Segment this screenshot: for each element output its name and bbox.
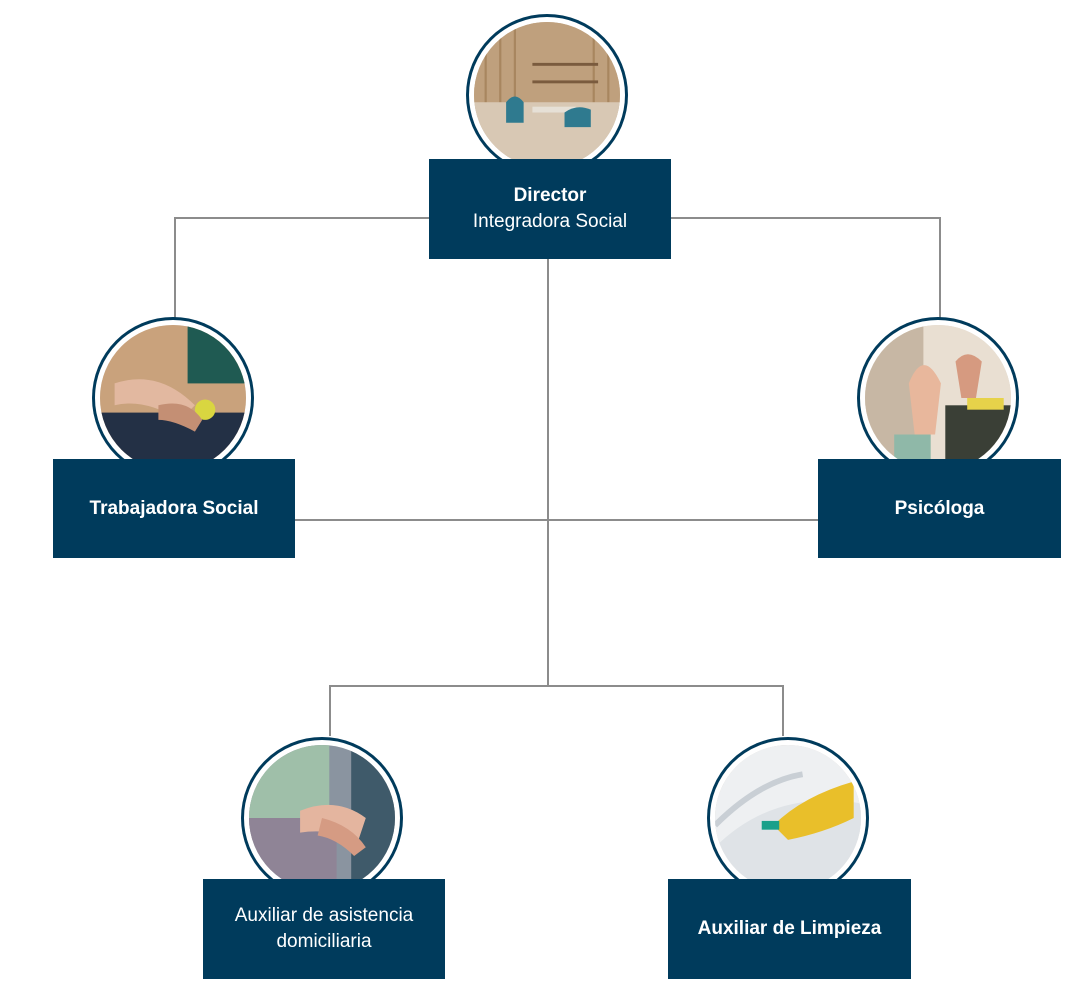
connector-director-right [670, 217, 941, 318]
trabajadora-title: Trabajadora Social [89, 497, 259, 519]
psicologa-photo [860, 320, 1016, 476]
auxiliar-asistencia-box: Auxiliar de asistencia domiciliaria [203, 879, 445, 979]
psicologa-box: Psicóloga [818, 459, 1061, 558]
therapy-session-image [865, 325, 1011, 471]
trabajadora-photo [95, 320, 251, 476]
auxiliar-asistencia-line2: domiciliaria [276, 931, 372, 952]
director-photo [469, 17, 625, 173]
auxiliar-limpieza-box: Auxiliar de Limpieza [668, 879, 911, 979]
director-box: Director Integradora Social [429, 159, 671, 259]
connector-bottom [329, 685, 784, 736]
office-interior-image [474, 22, 620, 168]
auxiliar-asistencia-photo [244, 740, 400, 896]
psicologa-title: Psicóloga [894, 497, 985, 519]
cleaning-glove-image [715, 745, 861, 891]
auxiliar-asistencia-line1: Auxiliar de asistencia [234, 905, 414, 926]
caregiver-hands-image [249, 745, 395, 891]
trabajadora-box: Trabajadora Social [53, 459, 295, 558]
connector-director-left [174, 217, 430, 318]
auxiliar-limpieza-title: Auxiliar de Limpieza [697, 918, 882, 939]
holding-hands-ball-image [100, 325, 246, 471]
director-title: Director [513, 185, 587, 206]
auxiliar-limpieza-photo [710, 740, 866, 896]
director-subtitle: Integradora Social [472, 211, 628, 232]
